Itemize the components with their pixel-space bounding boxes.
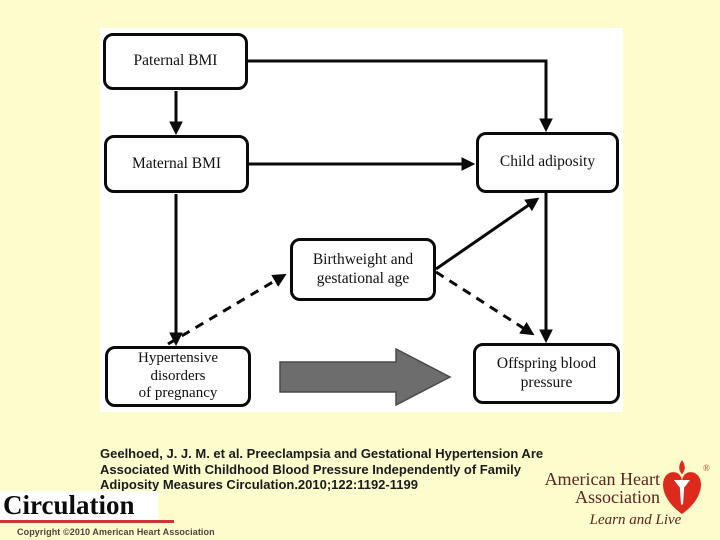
torch-flame-icon xyxy=(679,460,685,475)
citation-line-3: Adiposity Measures Circulation.2010;122:… xyxy=(100,477,418,492)
aha-heart-torch-icon xyxy=(663,460,701,514)
torch-handle-icon xyxy=(679,487,685,505)
citation-line-2: Associated With Childhood Blood Pressure… xyxy=(100,461,521,477)
node-hypertensive-disorders: Hypertensive disorders of pregnancy xyxy=(105,346,251,407)
node-paternal-bmi: Paternal BMI xyxy=(103,33,248,90)
citation-line-1: Geelhoed, J. J. M. et al. Preeclampsia a… xyxy=(100,446,544,461)
node-label: Child adiposity xyxy=(499,153,596,171)
circulation-red-underline xyxy=(0,520,174,523)
node-child-adiposity: Child adiposity xyxy=(476,132,619,193)
node-label-line: Hypertensive xyxy=(138,349,218,366)
registered-trademark-symbol: ® xyxy=(703,463,710,473)
node-label-line: gestational age xyxy=(316,269,410,287)
node-birthweight-gestational-age: Birthweight and gestational age xyxy=(290,238,436,301)
aha-tagline: Learn and Live xyxy=(589,512,682,528)
citation: Geelhoed, J. J. M. et al. Preeclampsia a… xyxy=(100,446,600,493)
aha-name-line2: Association xyxy=(575,487,660,507)
circulation-logo-strip: Circulation xyxy=(0,491,158,520)
node-label-line: of pregnancy xyxy=(138,385,218,402)
node-label-line: Offspring blood xyxy=(496,354,597,372)
node-offspring-blood-pressure: Offspring blood pressure xyxy=(473,343,620,404)
torch-bowl-icon xyxy=(674,480,690,487)
node-label: Paternal BMI xyxy=(133,52,218,70)
circulation-journal-logo: Circulation xyxy=(3,490,135,520)
copyright-text: Copyright ©2010 American Heart Associati… xyxy=(17,527,215,537)
aha-logo-name: American Heart Association xyxy=(520,470,660,506)
node-label-line: disorders xyxy=(150,367,206,384)
node-label: Maternal BMI xyxy=(131,154,222,172)
node-label-line: Birthweight and xyxy=(312,250,414,268)
aha-name-line1: American Heart xyxy=(544,469,660,489)
node-maternal-bmi: Maternal BMI xyxy=(104,135,249,193)
node-label-line: pressure xyxy=(520,373,573,391)
